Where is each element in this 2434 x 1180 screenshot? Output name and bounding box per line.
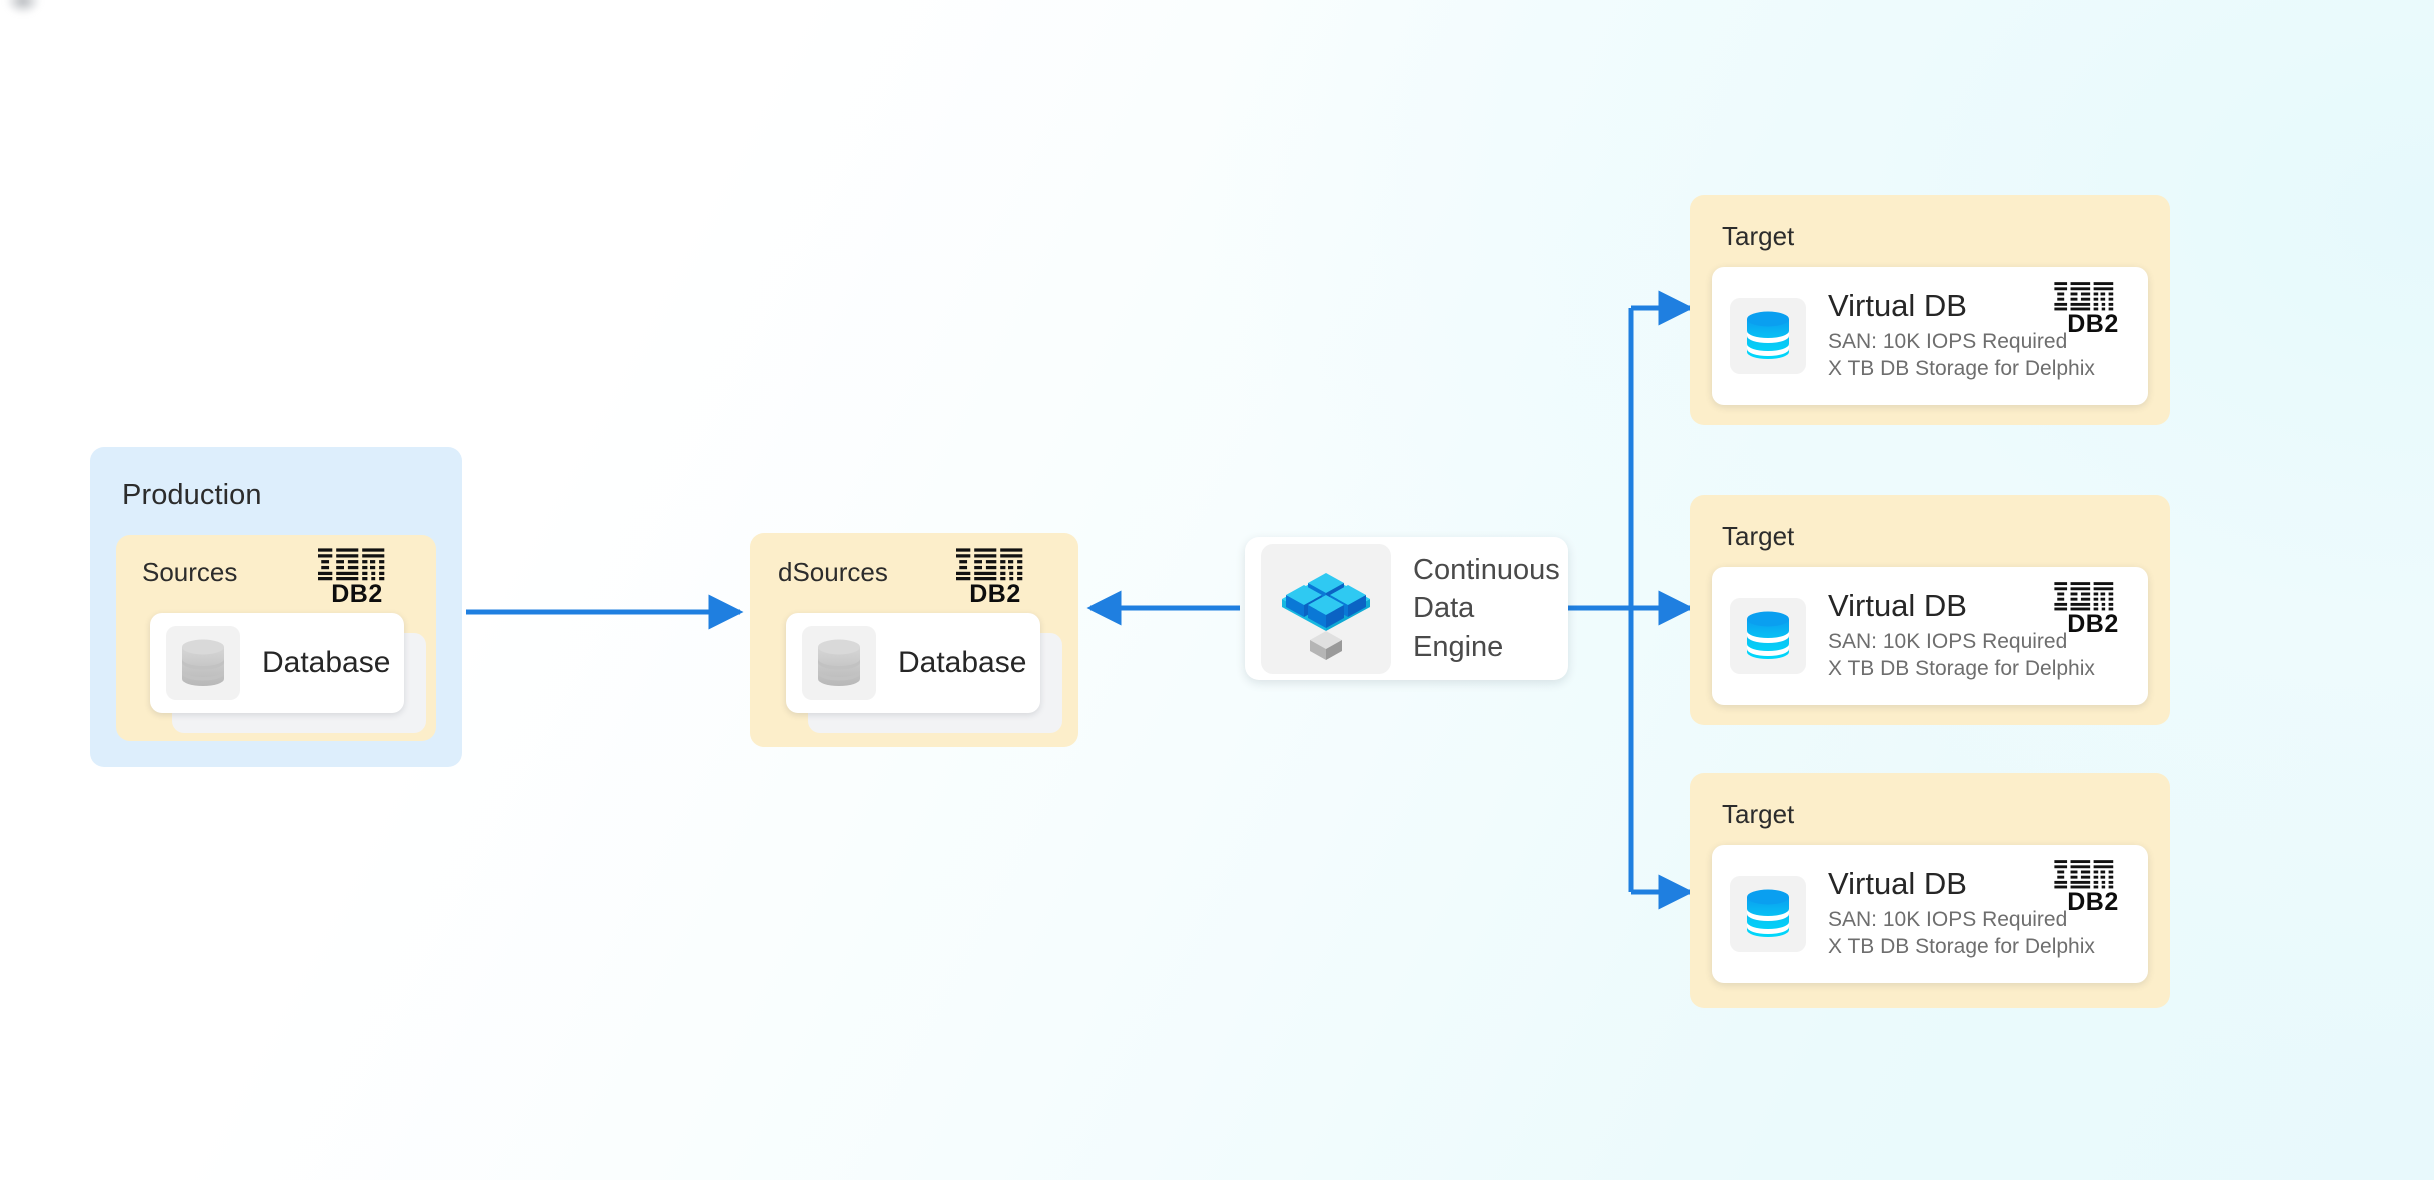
sources-database-card-wrap[interactable]: Database [150,613,426,733]
virtual-db-card-1[interactable]: Virtual DB SAN: 10K IOPS Required X TB D… [1712,267,2148,405]
ibm-logo-icon [2054,582,2114,611]
production-panel[interactable]: Production Sources [90,447,462,767]
virtual-db-title-3: Virtual DB [1828,865,1967,901]
engine-label: Continuous Data Engine [1413,551,1560,667]
virtual-db-icon [1747,311,1789,359]
virtual-db-title-2: Virtual DB [1828,587,1967,623]
database-label: Database [262,646,391,679]
db2-wordmark: DB2 [969,580,1021,608]
db2-wordmark: DB2 [2067,610,2119,638]
production-title: Production [122,479,262,511]
target-title-1: Target [1722,221,1795,251]
virtual-db-title-1: Virtual DB [1828,287,1967,323]
virtual-db-icon [1747,611,1789,659]
virtual-db-sub-1: SAN: 10K IOPS Required [1828,329,2068,353]
virtual-db-card-2[interactable]: Virtual DB SAN: 10K IOPS Required X TB D… [1712,567,2148,705]
continuous-data-engine-icon [1282,572,1370,660]
virtual-db-icon-tile-1 [1730,298,1806,374]
ibm-db2-logo-sources: DB2 [318,547,396,607]
target-panel-3[interactable]: Target [1690,773,2170,1008]
database-icon [182,639,224,686]
virtual-db-icon-tile-2 [1730,598,1806,674]
target-panel-1[interactable]: Target [1690,195,2170,425]
ibm-db2-logo-dsources: DB2 [956,547,1034,607]
virtual-db-sub-2: X TB DB Storage for Delphix [1828,935,2095,959]
target-text-2: Virtual DB SAN: 10K IOPS Required X TB D… [1828,587,2095,683]
continuous-data-engine-card[interactable]: Continuous Data Engine [1245,537,1568,680]
virtual-db-icon [1747,889,1789,937]
virtual-db-sub-2: X TB DB Storage for Delphix [1828,357,2095,381]
target-text-1: Virtual DB SAN: 10K IOPS Required X TB D… [1828,287,2095,383]
corner-artifact [6,0,40,14]
db2-wordmark: DB2 [2067,888,2119,916]
ibm-logo-icon [2054,282,2114,311]
dsources-title: dSources [778,557,888,587]
ibm-db2-logo-target-2: DB2 [2054,581,2132,637]
engine-label-line-1: Continuous [1413,553,1560,586]
database-label: Database [898,646,1027,679]
virtual-db-sub-2: X TB DB Storage for Delphix [1828,657,2095,681]
database-icon [818,639,860,686]
database-icon-tile [802,626,876,700]
virtual-db-sub-1: SAN: 10K IOPS Required [1828,629,2068,653]
virtual-db-icon-tile-3 [1730,876,1806,952]
ibm-db2-logo-target-3: DB2 [2054,859,2132,915]
database-card[interactable]: Database [150,613,404,713]
engine-icon-tile [1261,543,1391,674]
ibm-logo-icon [2054,860,2114,889]
sources-group[interactable]: Sources [116,535,436,741]
target-title-2: Target [1722,521,1795,551]
database-card[interactable]: Database [786,613,1040,713]
engine-label-line-3: Engine [1413,630,1504,663]
ibm-logo-icon [318,548,385,581]
db2-wordmark: DB2 [331,580,383,608]
dsources-database-card-wrap[interactable]: Database [786,613,1062,733]
engine-label-line-2: Data [1413,592,1475,625]
virtual-db-sub-1: SAN: 10K IOPS Required [1828,907,2068,931]
target-text-3: Virtual DB SAN: 10K IOPS Required X TB D… [1828,865,2095,961]
ibm-logo-icon [956,548,1023,581]
db2-wordmark: DB2 [2067,310,2119,338]
target-title-3: Target [1722,799,1795,829]
target-panel-2[interactable]: Target [1690,495,2170,725]
dsources-panel[interactable]: dSources [750,533,1078,747]
ibm-db2-logo-target-1: DB2 [2054,281,2132,337]
virtual-db-card-3[interactable]: Virtual DB SAN: 10K IOPS Required X TB D… [1712,845,2148,983]
sources-title: Sources [142,557,238,587]
database-icon-tile [166,626,240,700]
